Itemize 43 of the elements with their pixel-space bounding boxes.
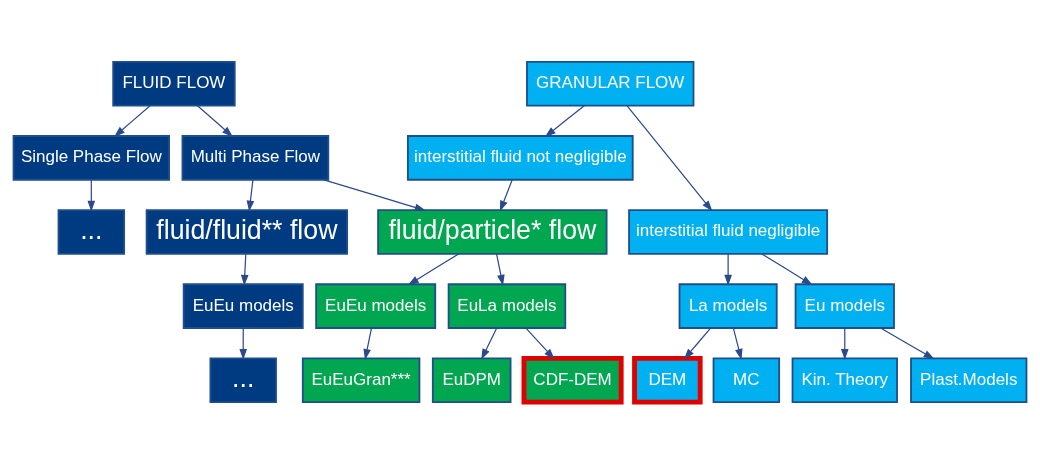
node-box: FLUID FLOW bbox=[112, 60, 236, 106]
node-box: ... bbox=[209, 356, 277, 403]
node-box: ... bbox=[57, 208, 126, 255]
node-box: DEM bbox=[632, 355, 703, 405]
arrow bbox=[495, 252, 505, 286]
node-box: Eu models bbox=[794, 282, 895, 329]
node-box: CDF-DEM bbox=[521, 355, 624, 405]
arrow bbox=[544, 104, 585, 137]
node-box: fluid/fluid** flow bbox=[145, 208, 349, 255]
node-box: MC bbox=[712, 356, 781, 403]
node-box: EuDPM bbox=[431, 356, 512, 403]
node-box: Kin. Theory bbox=[791, 356, 898, 403]
arrow bbox=[481, 326, 498, 360]
arrow bbox=[626, 104, 713, 211]
arrow bbox=[114, 104, 151, 137]
node-box: Multi Phase Flow bbox=[181, 134, 330, 181]
node-box: Single Phase Flow bbox=[12, 134, 170, 181]
arrow bbox=[196, 104, 233, 137]
arrow bbox=[499, 178, 513, 212]
node-box: EuEuGran*** bbox=[301, 356, 421, 403]
node-box: EuEu models bbox=[315, 282, 437, 329]
arrow bbox=[246, 178, 255, 212]
arrow bbox=[525, 326, 555, 359]
arrow bbox=[239, 326, 248, 360]
node-box: fluid/particle* flow bbox=[377, 208, 608, 255]
node-box: La models bbox=[678, 282, 778, 329]
arrow bbox=[724, 252, 732, 286]
arrow bbox=[880, 326, 935, 359]
node-box: EuLa models bbox=[447, 282, 567, 329]
arrow bbox=[761, 252, 813, 285]
arrow bbox=[407, 252, 460, 285]
arrow bbox=[240, 252, 249, 286]
node-box: interstitial fluid not negligible bbox=[406, 134, 634, 181]
node-box: interstitial fluid negligible bbox=[628, 208, 829, 255]
arrow bbox=[683, 326, 712, 360]
arrow bbox=[323, 178, 426, 211]
node-box: GRANULAR FLOW bbox=[526, 60, 695, 106]
node-box: EuEu models bbox=[182, 282, 304, 329]
arrow bbox=[732, 326, 743, 360]
arrow bbox=[840, 326, 849, 360]
arrow bbox=[87, 178, 96, 212]
node-box: Plast.Models bbox=[910, 356, 1028, 403]
arrow bbox=[363, 326, 373, 360]
